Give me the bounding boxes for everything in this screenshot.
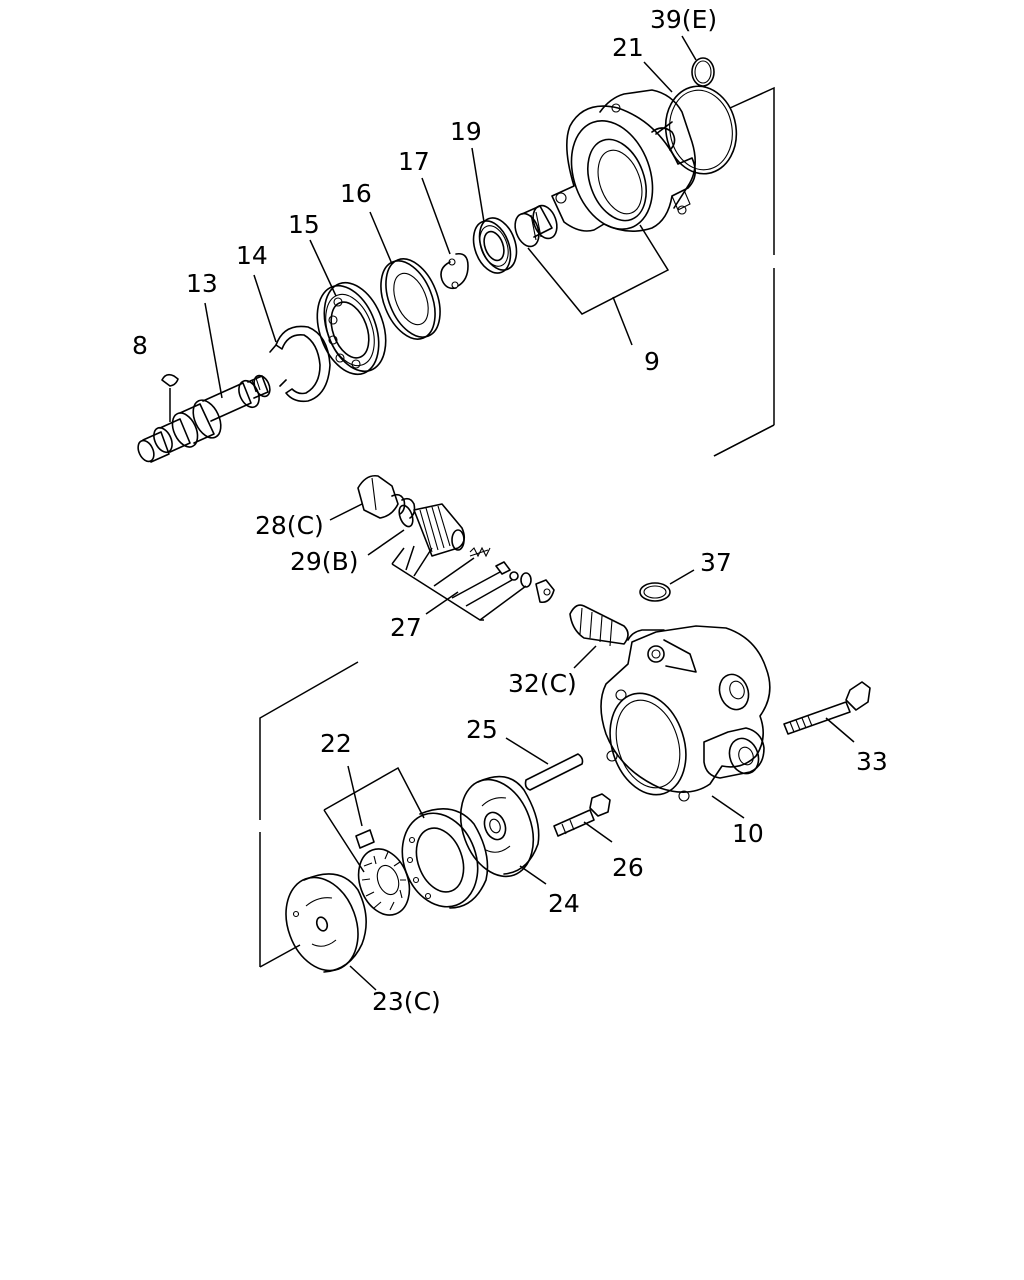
- part-37-o-ring: [639, 569, 695, 602]
- part-needle-bearing: [514, 204, 558, 248]
- part-29-o-ring: [398, 504, 414, 528]
- callout-39: 39(E): [650, 5, 717, 34]
- part-16-washer: [380, 258, 441, 340]
- part-26-bolt: [553, 793, 613, 843]
- callout-19: 19: [450, 117, 482, 146]
- middle-leaders: [329, 503, 405, 556]
- part-22-group-leader: [323, 765, 425, 873]
- callout-32: 32(C): [508, 669, 577, 698]
- part-19-small-bearing: [472, 217, 518, 274]
- part-32-spring: [569, 604, 629, 669]
- callout-27: 27: [390, 613, 422, 642]
- callout-25: 25: [466, 715, 498, 744]
- part-33-long-bolt: [783, 681, 871, 743]
- callout-26: 26: [612, 853, 644, 882]
- part-small-spring: [469, 546, 491, 558]
- callout-22: 22: [320, 729, 352, 758]
- part-9-group-leader: [527, 224, 670, 346]
- part-14-snap-ring: [269, 325, 331, 403]
- part-8-key: [161, 373, 179, 422]
- part-24-pressure-plate: [459, 775, 547, 885]
- callout-15: 15: [288, 210, 320, 239]
- callout-13: 13: [186, 269, 218, 298]
- callout-14: 14: [236, 241, 268, 270]
- callout-labels: 8 13 14 15 16 17 19 21 39(E) 9 28(C) 29(…: [132, 5, 888, 1016]
- callout-23: 23(C): [372, 987, 441, 1016]
- part-39-small-o-ring: [691, 57, 715, 87]
- part-15-bearing: [316, 281, 387, 376]
- part-25-pin: [505, 737, 584, 791]
- part-23-side-plate: [285, 873, 377, 991]
- callout-33: 33: [856, 747, 888, 776]
- part-13-shaft: [137, 374, 271, 463]
- callout-37: 37: [700, 548, 732, 577]
- part-22-vane: [355, 829, 375, 849]
- callout-29: 29(B): [290, 547, 358, 576]
- lower-group-bracket: [259, 661, 359, 968]
- callout-16: 16: [340, 179, 372, 208]
- part-27-group-leader: [391, 545, 527, 621]
- part-rotor: [357, 848, 411, 916]
- part-10-pump-body: [600, 625, 771, 819]
- upper-leaders: [204, 35, 697, 399]
- callout-17: 17: [398, 147, 430, 176]
- callout-8: 8: [132, 331, 148, 360]
- part-17-circlip: [440, 252, 469, 290]
- callout-10: 10: [732, 819, 764, 848]
- part-21-o-ring: [664, 85, 738, 175]
- callout-21: 21: [612, 33, 644, 62]
- part-valve-spool: [413, 503, 466, 557]
- callout-28: 28(C): [255, 511, 324, 540]
- upper-group-bracket: [713, 86, 775, 457]
- part-28-plug: [357, 474, 416, 519]
- part-cam-ring: [401, 808, 489, 909]
- callout-24: 24: [548, 889, 580, 918]
- part-9-front-housing: [551, 89, 696, 232]
- callout-9: 9: [644, 347, 660, 376]
- part-valve-pins: [495, 561, 555, 604]
